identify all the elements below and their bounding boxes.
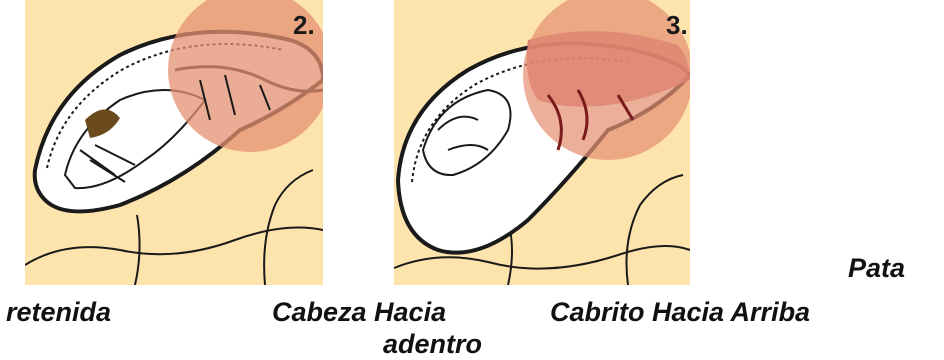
caption-cabeza-line1: Cabeza Hacia [272, 296, 446, 328]
panel-left-gap [378, 0, 394, 285]
caption-pata: Pata [848, 252, 905, 284]
illustration-panel-2: 2. [25, 0, 323, 285]
caption-cabrito: Cabrito Hacia Arriba [550, 296, 810, 328]
caption-retenida: retenida [6, 296, 111, 328]
panel-number: 3. [666, 10, 688, 40]
illustration-panel-3: 3. [378, 0, 690, 285]
retained-leg-illustration: 2. [25, 0, 323, 285]
caption-cabeza-line2: adentro [383, 328, 482, 360]
panel-number: 2. [293, 10, 315, 40]
head-inward-illustration: 3. [378, 0, 690, 285]
